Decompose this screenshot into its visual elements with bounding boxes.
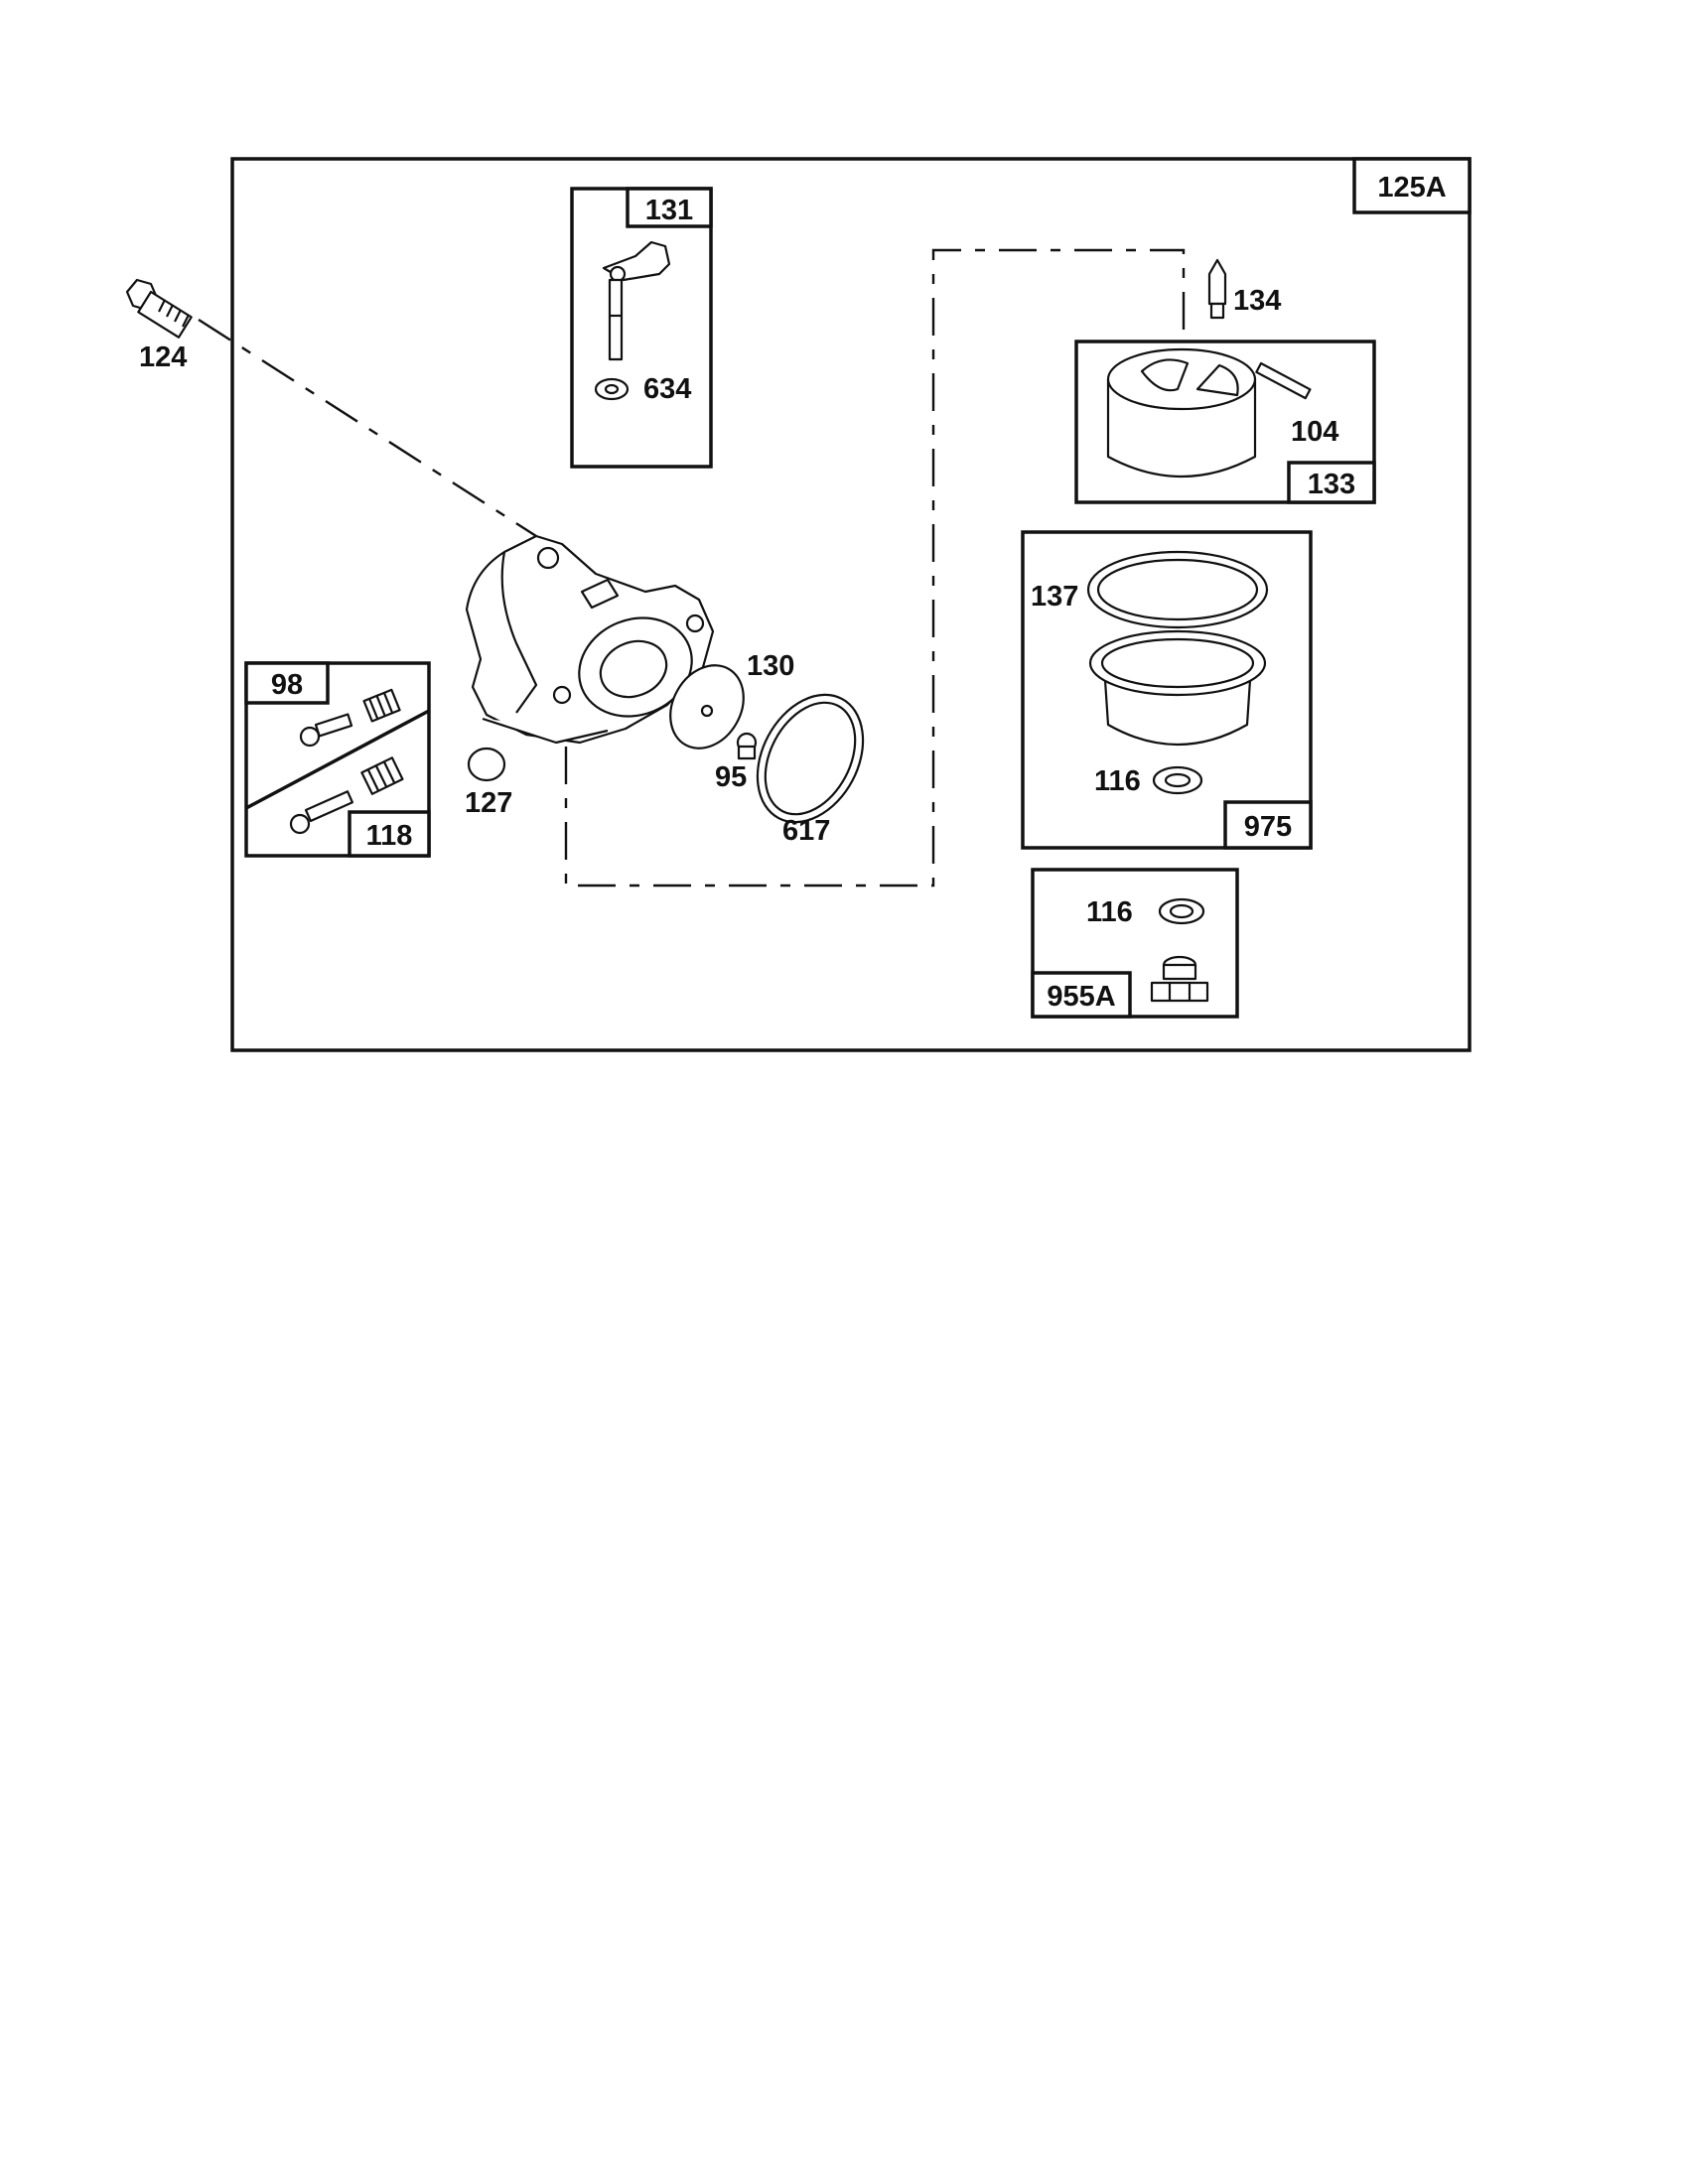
assembly-tag-box bbox=[1352, 157, 1472, 214]
welch-plug-icon bbox=[467, 747, 506, 782]
bowl-nut-kit-tag-box bbox=[1031, 971, 1132, 1019]
choke-seal-label: 634 bbox=[643, 373, 691, 405]
choke-kit-label: 131 bbox=[645, 195, 693, 226]
throttle-screw-label: 95 bbox=[715, 761, 747, 793]
inlet-needle-label: 134 bbox=[1233, 285, 1281, 317]
bowl-gasket-icon bbox=[1086, 550, 1269, 629]
assembly-tag: 125A bbox=[1377, 172, 1446, 204]
mixture-screw-tag-box bbox=[348, 810, 431, 858]
throttle-screw-icon bbox=[736, 732, 758, 760]
idle-screw-tag-box bbox=[244, 661, 330, 705]
mixture-screw-icon bbox=[289, 756, 404, 835]
float-icon bbox=[1106, 347, 1257, 478]
bowl-kit-box bbox=[1021, 530, 1313, 850]
float-pin-label: 104 bbox=[1291, 416, 1338, 448]
bolt-icon bbox=[125, 278, 193, 339]
bolt-leader bbox=[198, 318, 537, 538]
bowl-nut-kit-label: 955A bbox=[1047, 981, 1115, 1013]
bowl-washer-label: 116 bbox=[1094, 765, 1141, 797]
bowl-washer-icon bbox=[1152, 765, 1203, 795]
throttle-plate-label: 130 bbox=[747, 650, 794, 682]
choke-seal-icon bbox=[594, 377, 630, 401]
float-bowl-icon bbox=[1088, 629, 1267, 746]
assembly-frame bbox=[230, 157, 1472, 1052]
nut-washer-icon bbox=[1158, 897, 1205, 925]
bowl-leader bbox=[564, 248, 1186, 887]
screw-kit-box bbox=[244, 661, 431, 858]
gasket-label: 617 bbox=[782, 815, 830, 847]
inlet-needle-icon bbox=[1207, 258, 1227, 320]
float-kit-tag-box bbox=[1287, 461, 1376, 504]
nut-washer-label: 116 bbox=[1086, 896, 1133, 928]
bolt-label: 124 bbox=[139, 341, 187, 373]
bowl-nut-kit-box bbox=[1031, 868, 1239, 1019]
choke-kit-box bbox=[570, 187, 713, 469]
welch-plug-label: 127 bbox=[465, 787, 512, 819]
mixture-screw-label: 118 bbox=[366, 820, 413, 852]
choke-shaft-icon bbox=[602, 240, 671, 361]
bowl-gasket-label: 137 bbox=[1031, 581, 1078, 613]
throttle-plate-icon bbox=[669, 664, 745, 750]
screw-kit-divider bbox=[245, 709, 430, 810]
bowl-nut-icon bbox=[1150, 955, 1209, 1003]
gasket-icon bbox=[756, 693, 865, 824]
carburetor-body-icon bbox=[465, 534, 715, 745]
bowl-kit-label: 975 bbox=[1244, 811, 1292, 843]
float-kit-box bbox=[1074, 340, 1376, 504]
choke-kit-tag-box bbox=[626, 187, 713, 228]
idle-screw-label: 98 bbox=[271, 669, 303, 701]
float-kit-label: 133 bbox=[1308, 469, 1355, 500]
idle-screw-icon bbox=[299, 688, 401, 748]
bowl-kit-tag-box bbox=[1223, 800, 1313, 850]
float-pin-icon bbox=[1255, 361, 1312, 400]
